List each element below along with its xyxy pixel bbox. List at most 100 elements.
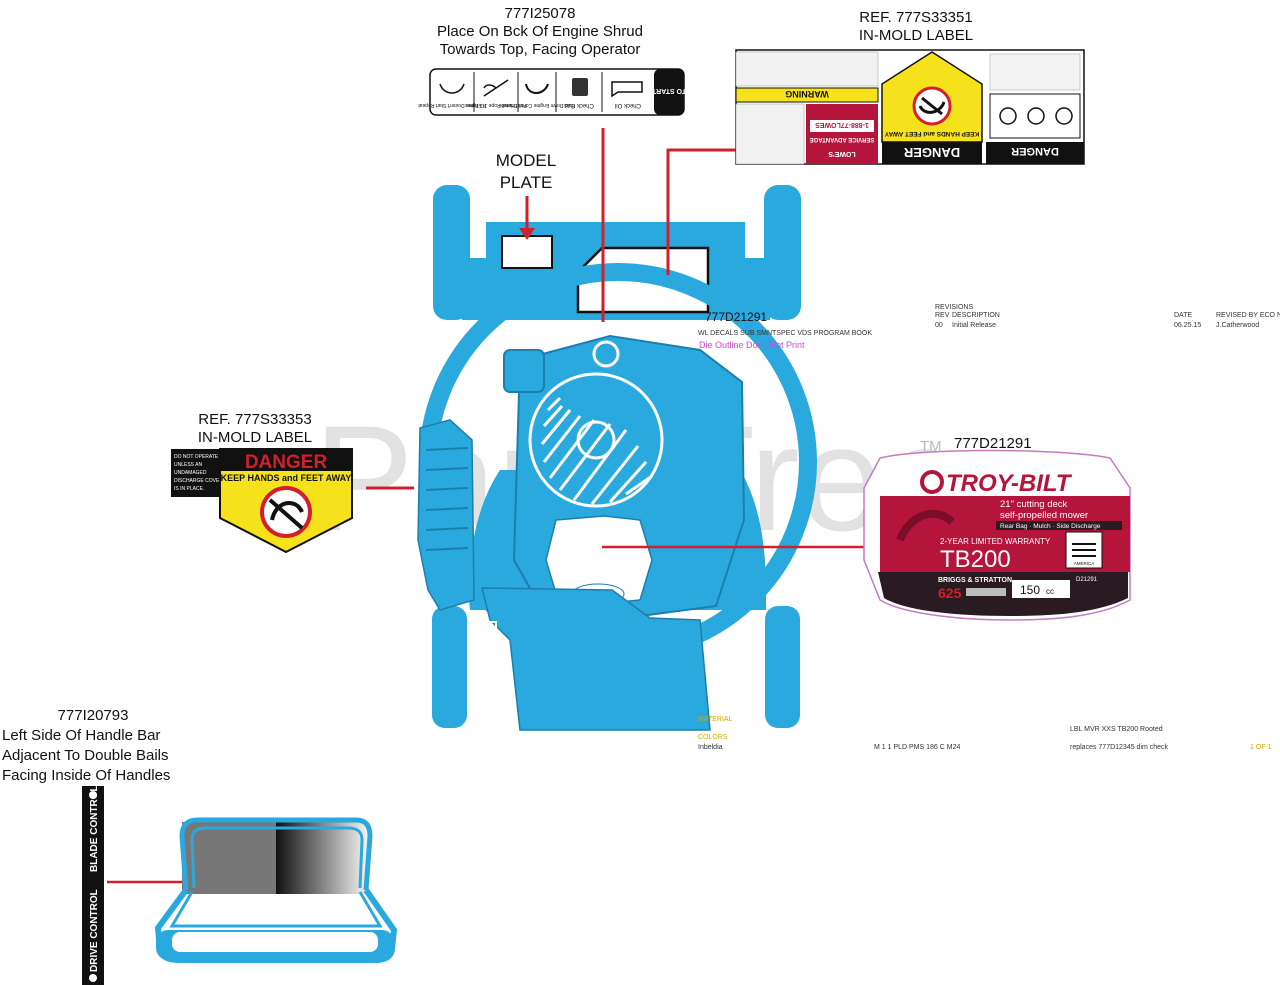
shroud-decal-displacement: 150 (1020, 583, 1040, 597)
handle-strip-top-text: BLADE CONTROL (89, 785, 100, 872)
wheel-front-right (765, 606, 800, 728)
in-mold-left-fine-2: UNLESS AN (174, 462, 202, 468)
model-plate-line1: MODEL (495, 151, 557, 170)
in-mold-top-symbols (989, 93, 1081, 139)
handle-decal-line2: Adjacent To Double Bails (2, 747, 169, 764)
shroud-decal-engine-series: 625 (938, 585, 962, 601)
in-mold-top-service-title: SERVICE ADVANTAGE (810, 136, 875, 142)
desc-col: DESCRIPTION (952, 312, 1000, 319)
shroud-decal-line2: self-propelled mower (1000, 510, 1088, 521)
air-filter-area (545, 515, 653, 605)
shroud-decal-cc-box (1012, 580, 1070, 598)
handle-decal-line3: Facing Inside Of Handles (2, 767, 171, 784)
sheet-number: 1 OF 1 (1250, 744, 1272, 751)
handle-strip-dot-top (89, 791, 97, 799)
handle-decal-line1: Left Side Of Handle Bar (2, 727, 161, 744)
revised-by-col: REVISED BY ECO NO. (1216, 312, 1280, 319)
in-mold-left-ref: REF. 777S33353 (198, 411, 312, 428)
ink-value: M 1 1 PLD PMS 186 C M24 (874, 744, 961, 751)
flywheel-grille-fins (540, 396, 653, 505)
in-mold-top-keep: KEEP HANDS and FEET AWAY (884, 130, 979, 137)
handle-decal-strip: BLADE CONTROL DRIVE CONTROL (82, 785, 104, 985)
in-mold-top-sym3 (999, 107, 1017, 125)
in-mold-top-warning: WARNING (785, 89, 829, 99)
handle-strip-bottom-text: DRIVE CONTROL (89, 889, 100, 972)
in-mold-top-danger: DANGER (903, 145, 960, 160)
flag-icon (1072, 543, 1096, 557)
mower-top-view: BRIGGS & STRATTON (417, 185, 817, 731)
callout-line-in-mold-top (666, 148, 738, 275)
engine-start-decal-start-block (654, 69, 684, 115)
model-plate-line2: PLATE (499, 173, 553, 192)
shroud-decal-series-bar (966, 588, 1006, 596)
engine-fuel-cap (592, 340, 620, 368)
handle-strip-dot-bottom (89, 974, 97, 982)
oil-can-icon (611, 81, 643, 98)
in-mold-top-brand: LOWE'S (828, 150, 856, 157)
engine-start-decal-panel5: If Engine Doesn't Start Repeat (418, 102, 486, 108)
handle-bail-inner (190, 826, 364, 889)
drawing-number: 777D21291 (705, 310, 768, 324)
handle-grip-inner (172, 932, 378, 952)
colors-value: Inbeldia (698, 744, 723, 751)
material-label: MATERIAL (698, 716, 733, 723)
colors-label: COLORS (698, 734, 728, 741)
engine-start-decal: TO START Check Oil Check Gas Hold Down E… (418, 68, 686, 116)
hand-warning-glyph-left (268, 498, 304, 530)
made-in-america-text: AMERICA (1074, 561, 1095, 566)
bag-chute-teeth (484, 621, 497, 719)
repeat-icon (439, 83, 465, 94)
wheel-rear-left (433, 185, 470, 320)
callout-arrow-model-plate (519, 228, 535, 240)
engine-label-line1: Place On Bck Of Engine Shrud (437, 23, 643, 40)
in-mold-left-danger: DANGER (245, 452, 328, 473)
shroud-decal-line1: 21" cutting deck (1000, 499, 1068, 510)
shroud-decal-features-bar (996, 521, 1122, 530)
engine-start-decal-panel2: Check Gas (564, 102, 594, 108)
rev-col: REV (935, 312, 950, 319)
in-mold-left-fine-4: DISCHARGE COVER (174, 478, 223, 484)
revised-by-value: J.Catherwood (1216, 322, 1260, 329)
revisions-header: REVISIONS (935, 304, 974, 311)
in-mold-left-fine-box (171, 449, 219, 497)
in-mold-top-fine (989, 53, 1081, 91)
part-description: LBL MVR XXS TB200 Rooted (1070, 726, 1163, 733)
trademark-symbol: TM (920, 438, 942, 455)
in-mold-label-left: DO NOT OPERATE UNLESS AN UNDAMAGED DISCH… (171, 448, 353, 554)
rope-pull-icon (483, 79, 509, 97)
handle-grip-panel-gradient (276, 822, 372, 894)
callout-lines (107, 128, 866, 887)
discharge-chute-ribs (425, 447, 469, 551)
shroud-decal-model: TB200 (940, 546, 1011, 573)
engine-label-line2: Towards Top, Facing Operator (439, 41, 641, 58)
in-mold-top-warning-text (735, 51, 879, 87)
date-value: 06.25.15 (1174, 322, 1202, 329)
in-mold-top-warning-bar (735, 87, 879, 103)
hand-warning-glyph (918, 96, 946, 116)
handle-bail-outer (179, 817, 373, 891)
handle-grip-panel-gray (182, 822, 276, 894)
engine-start-decal-title: TO START (651, 87, 686, 94)
shroud-decal-cc: cc (1046, 587, 1054, 596)
desc-value: Initial Release (952, 322, 996, 329)
troy-bilt-swoosh (896, 509, 955, 542)
handle-bar-lower-inner (169, 891, 383, 928)
wheel-rear-right (764, 185, 801, 320)
engine-start-decal-panel1: Check Oil (615, 102, 641, 108)
engine-label-part-number: 777I25078 (504, 5, 576, 22)
engine-recoil-handle (503, 349, 545, 393)
date-col: DATE (1174, 312, 1193, 319)
die-outline-note: Die Outline Does Not Print (699, 340, 805, 350)
in-mold-top-phone-box (810, 120, 874, 132)
shroud-decal: TROY-BILT 21" cutting deck self-propelle… (863, 449, 1131, 621)
in-mold-left-danger-bar (220, 449, 352, 471)
in-mold-top-service (806, 104, 878, 164)
replaces-note: replaces 777D12345 dim check (1070, 744, 1169, 751)
in-mold-left-fine-1: DO NOT OPERATE (174, 454, 219, 460)
handle-bar-illustration (154, 817, 398, 963)
troy-bilt-logo-icon (920, 470, 944, 494)
in-mold-left-type: IN-MOLD LABEL (197, 429, 313, 446)
drawing-title-line: WL DECALS SUB SMNTSPEC VDS PROGRAM BOOK (698, 330, 872, 337)
